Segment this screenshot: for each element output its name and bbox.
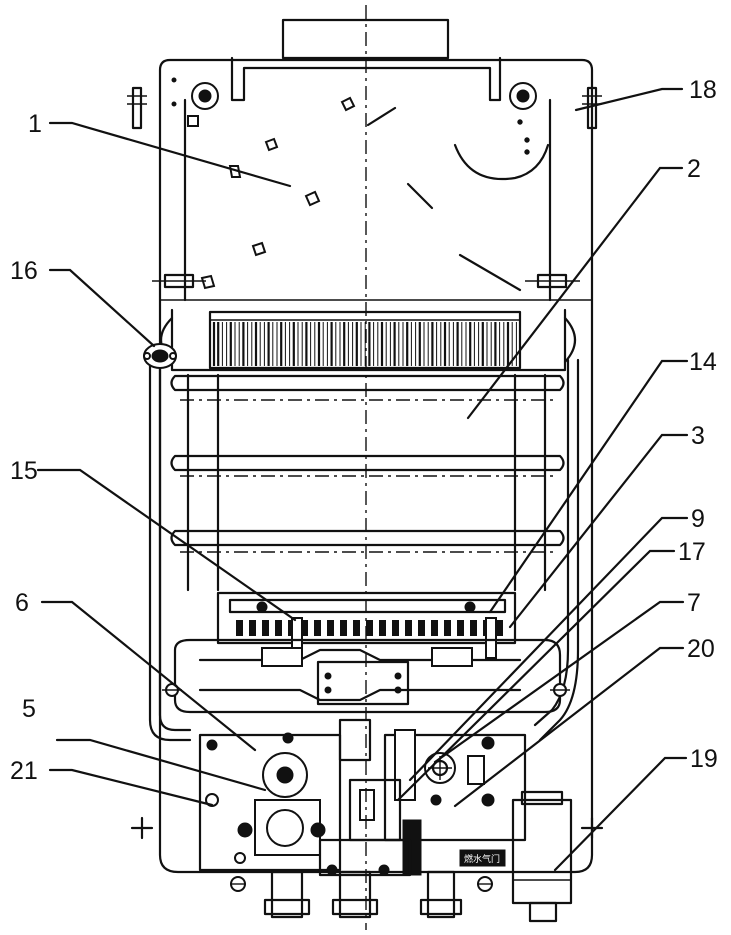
burner-nozzle	[301, 620, 308, 636]
callout-9: 9	[691, 505, 705, 533]
callout-labels: 1 2 3 5 6 7 9 14 15 16 17 18 19 20 21	[10, 76, 718, 785]
callout-6: 6	[15, 589, 29, 617]
top-mounting-bolts	[191, 82, 537, 110]
nameplate-text: 燃水气门	[464, 853, 500, 864]
nameplate: 燃水气门	[459, 849, 506, 867]
burner-assembly	[162, 591, 570, 714]
burner-nozzle	[249, 620, 256, 636]
left-water-pipe	[148, 358, 192, 742]
battery-box	[511, 790, 573, 923]
callout-5: 5	[22, 695, 36, 723]
callout-19: 19	[690, 745, 718, 773]
gas-valve	[198, 718, 372, 872]
burner-nozzle	[392, 620, 399, 636]
hood-brackets	[152, 273, 580, 289]
burner-nozzle	[236, 620, 243, 636]
burner-nozzle	[444, 620, 451, 636]
callout-17: 17	[678, 538, 706, 566]
callout-16: 16	[10, 257, 38, 285]
burner-nozzle	[340, 620, 347, 636]
callout-18: 18	[689, 76, 717, 104]
burner-nozzle	[327, 620, 334, 636]
water-valve	[383, 729, 527, 842]
callout-20: 20	[687, 635, 715, 663]
heat-exchanger-fins	[212, 322, 517, 366]
burner-nozzle	[379, 620, 386, 636]
bottom-mounting-screws	[130, 816, 604, 892]
callout-2: 2	[687, 155, 701, 183]
burner-nozzles	[236, 620, 503, 636]
flue-outlet	[281, 18, 450, 60]
callout-14: 14	[689, 348, 717, 376]
burner-nozzle	[418, 620, 425, 636]
heat-exchanger	[159, 308, 577, 372]
outer-casing	[158, 58, 594, 874]
callout-7: 7	[687, 589, 701, 617]
burner-nozzle	[275, 620, 282, 636]
flue-hood	[160, 56, 592, 302]
callout-21: 21	[10, 757, 38, 785]
central-control	[318, 778, 422, 877]
burner-nozzle	[496, 620, 503, 636]
combustion-chamber	[170, 373, 565, 592]
burner-nozzle	[431, 620, 438, 636]
callout-3: 3	[691, 422, 705, 450]
burner-nozzle	[366, 620, 373, 636]
burner-nozzle	[353, 620, 360, 636]
leader-lines	[36, 87, 689, 872]
burner-nozzle	[470, 620, 477, 636]
burner-nozzle	[314, 620, 321, 636]
burner-nozzle	[405, 620, 412, 636]
callout-15: 15	[10, 457, 38, 485]
bottom-connections	[263, 870, 463, 919]
overheat-sensor	[143, 343, 177, 369]
burner-nozzle	[457, 620, 464, 636]
burner-nozzle	[262, 620, 269, 636]
callout-1: 1	[28, 110, 42, 138]
